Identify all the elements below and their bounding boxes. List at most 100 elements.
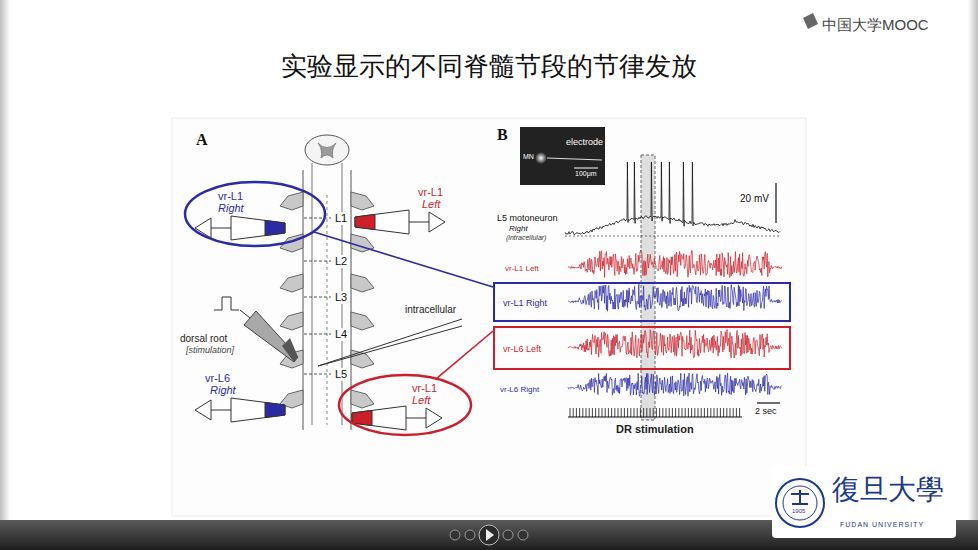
panel-letter: A — [196, 131, 208, 149]
wire — [406, 418, 426, 419]
stimulation-label: [stimulation] — [186, 345, 234, 355]
vertebral-process — [280, 192, 303, 210]
play-button — [479, 525, 499, 545]
recording-site-circle: vr-L1Right — [183, 180, 327, 248]
stimulus-tick — [723, 408, 724, 417]
amplifier-symbol — [195, 400, 211, 420]
stimulus-tick — [611, 408, 612, 417]
side-label: Right — [210, 384, 236, 397]
stimulus-line — [568, 417, 742, 418]
panel-letter: B — [497, 126, 508, 144]
suction-electrode — [195, 216, 285, 240]
electrode-tip — [355, 214, 375, 229]
node-text: vr-L6 Left — [503, 345, 541, 355]
node-text: Left — [412, 394, 437, 406]
segment-label: L4 — [334, 328, 348, 341]
stimulation-electrode — [244, 311, 298, 362]
wire — [240, 310, 250, 318]
university-logo: 復旦大學 — [832, 474, 944, 506]
vertebral-process — [351, 192, 374, 210]
stimulus-tick — [586, 408, 587, 417]
vertebral-process — [351, 274, 374, 292]
stimulus-tick — [701, 408, 702, 417]
slide-edge — [0, 0, 10, 520]
micrograph-label: MN — [523, 153, 534, 161]
seal-year: 1905 — [792, 508, 805, 515]
electrode-tip — [265, 220, 285, 235]
stimulus-tick — [621, 408, 622, 417]
stimulus-tick — [650, 408, 651, 417]
trace-highlight-box: vr-L6 Left — [493, 326, 791, 370]
suction-electrode — [355, 210, 445, 234]
vertebral-process — [351, 390, 374, 408]
recording-site-circle: vr-L1Left — [337, 373, 473, 437]
player-button — [465, 530, 475, 540]
segment-line — [304, 297, 331, 298]
node-text: vr-L1 — [218, 190, 244, 202]
midline — [327, 195, 328, 425]
stimulus-tick — [608, 408, 609, 417]
mooc-icon — [803, 13, 818, 29]
ventral-root-trace — [568, 373, 782, 396]
segment-label: L5 — [334, 368, 348, 381]
recordings — [520, 127, 782, 420]
stimulus-tick — [592, 408, 593, 417]
electrode-tip — [265, 402, 285, 417]
logo-ground — [772, 466, 956, 538]
stimulus-tick — [598, 408, 599, 417]
electrode-label: vr-L6 — [205, 372, 230, 385]
stimulus-tick — [688, 408, 689, 417]
stimulus-tick — [653, 408, 654, 417]
ventral-root-trace — [568, 330, 782, 358]
connector-line — [436, 331, 493, 379]
node-text: vr-L1 — [412, 382, 437, 394]
ventral-root-trace — [568, 250, 782, 277]
ellipse-outline — [185, 182, 325, 246]
scale-bar — [775, 183, 776, 223]
stimulus-tick — [662, 408, 663, 417]
slide-title: 实验显示的不同脊髓节段的节律发放 — [0, 52, 978, 82]
electrode-body — [231, 216, 285, 240]
trace-label: L5 motoneuron — [497, 213, 558, 223]
node-outline — [183, 180, 327, 248]
segment-label: L3 — [334, 291, 348, 304]
stimulus-tick — [694, 408, 695, 417]
stimulus-tick — [576, 408, 577, 417]
vertebral-process — [351, 350, 374, 368]
electrode-label: vr-L1 — [418, 186, 443, 199]
trace-label: vr-L6 Right — [500, 385, 539, 394]
vertebral-process — [280, 312, 303, 330]
stimulus-tick — [733, 408, 734, 417]
stimulus-tick — [646, 408, 647, 417]
segment-line — [304, 261, 331, 262]
trace-label: vr-L1 Left — [505, 264, 539, 273]
stimulus-tick — [630, 408, 631, 417]
suction-electrode — [352, 406, 442, 430]
ellipse-outline — [339, 375, 471, 435]
side-label: Left — [422, 198, 440, 211]
motoneuron-glow — [535, 152, 547, 164]
node-text: Right — [218, 202, 244, 214]
wire — [211, 228, 231, 229]
amplifier-symbol — [426, 408, 442, 428]
stimulus-tick — [643, 408, 644, 417]
stimulus-tick — [678, 408, 679, 417]
trace-label: (intracellular) — [506, 234, 546, 242]
stimulus-tick — [672, 408, 673, 417]
seal-emblem — [791, 490, 809, 504]
electrode-body — [231, 398, 285, 422]
stimulus-tick — [573, 408, 574, 417]
node-text: vr-L1 Right — [503, 299, 547, 309]
stimulus-tick — [624, 408, 625, 417]
stimulus-tick — [579, 408, 580, 417]
segment-label: L1 — [334, 212, 348, 225]
segment-line — [304, 374, 331, 375]
segment-line — [304, 218, 331, 219]
play-icon — [486, 529, 494, 541]
cord-cross-section — [305, 135, 349, 165]
stimulus-tick — [669, 408, 670, 417]
stimulus-tick — [659, 408, 660, 417]
time-scale-bar — [757, 402, 780, 403]
stimulus-tick — [736, 408, 737, 417]
